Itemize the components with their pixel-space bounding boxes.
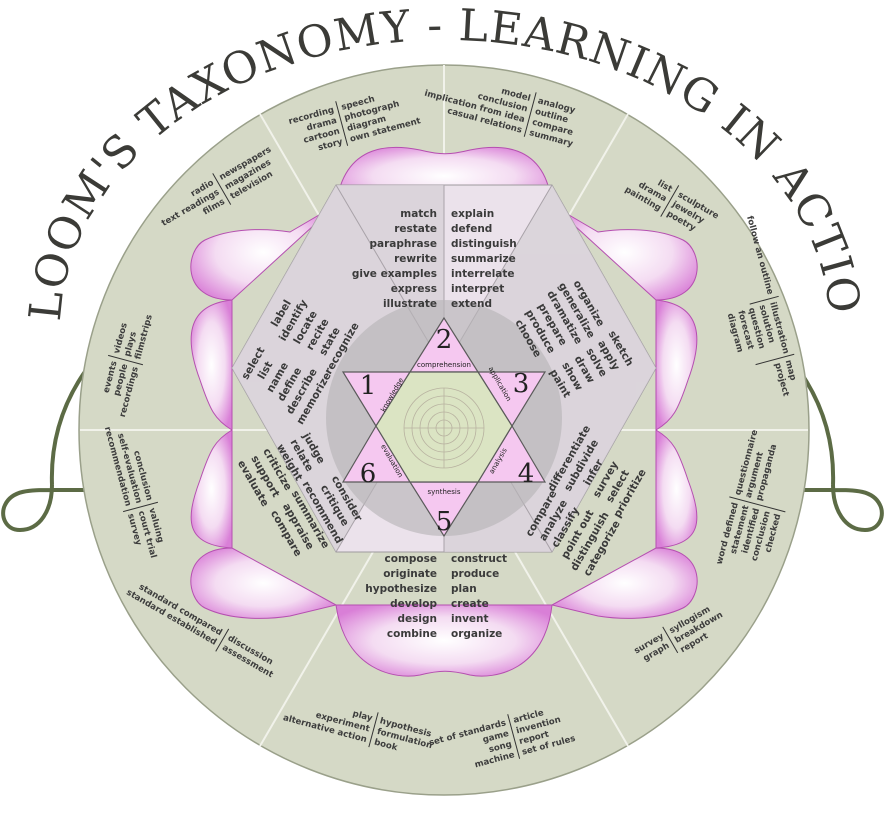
- svg-text:summarize: summarize: [451, 253, 516, 265]
- comprehension-verbs-left: match restate paraphrase rewrite give ex…: [352, 208, 437, 310]
- level-number-5: 5: [436, 507, 453, 537]
- svg-text:organize: organize: [451, 628, 502, 640]
- application-verbs: organize generalize dramatize prepare pr…: [512, 278, 606, 359]
- center-rings: [403, 387, 485, 469]
- svg-text:rewrite: rewrite: [394, 253, 437, 265]
- level-number-4: 4: [518, 459, 535, 489]
- level-name-comprehension: comprehension: [417, 361, 471, 369]
- synthesis-verbs-left: compose originate hypothesize develop de…: [365, 553, 437, 640]
- svg-text:combine: combine: [387, 628, 437, 640]
- petal-bottom: [335, 604, 553, 677]
- svg-text:interrelate: interrelate: [451, 268, 515, 280]
- svg-text:paraphrase: paraphrase: [370, 238, 438, 250]
- svg-text:illustrate: illustrate: [383, 298, 437, 310]
- level-number-2: 2: [436, 325, 453, 355]
- petal-lower-right: [550, 547, 698, 619]
- svg-text:extend: extend: [451, 298, 492, 310]
- petal-upper-right: [551, 204, 698, 301]
- comprehension-verbs-right: explain defend distinguish summarize int…: [451, 208, 517, 310]
- svg-text:explain: explain: [451, 208, 494, 220]
- svg-text:match: match: [400, 208, 437, 220]
- svg-text:compose: compose: [385, 553, 437, 565]
- synthesis-verbs-right: construct produce plan create invent org…: [451, 553, 507, 640]
- svg-text:develop: develop: [390, 598, 437, 610]
- svg-text:produce: produce: [451, 568, 499, 580]
- star-of-levels: [341, 316, 547, 538]
- svg-text:design: design: [398, 613, 437, 625]
- level-number-3: 3: [513, 369, 530, 399]
- svg-text:interpret: interpret: [451, 283, 504, 295]
- evaluation-verbs: judge relate weight criticize support ev…: [235, 430, 327, 508]
- svg-text:defend: defend: [451, 223, 492, 235]
- svg-text:plan: plan: [451, 583, 477, 595]
- svg-text:originate: originate: [383, 568, 437, 580]
- svg-text:distinguish: distinguish: [451, 238, 517, 250]
- svg-text:construct: construct: [451, 553, 507, 565]
- level-number-6: 6: [360, 459, 377, 489]
- petals: [190, 146, 698, 677]
- petal-lower-left: [190, 547, 338, 619]
- svg-text:give examples: give examples: [352, 268, 437, 280]
- svg-text:create: create: [451, 598, 489, 610]
- svg-text:invent: invent: [451, 613, 489, 625]
- svg-text:restate: restate: [394, 223, 437, 235]
- svg-text:hypothesize: hypothesize: [365, 583, 437, 595]
- svg-text:express: express: [391, 283, 437, 295]
- level-name-synthesis: synthesis: [428, 488, 461, 496]
- petal-upper-left: [190, 204, 337, 301]
- level-number-1: 1: [360, 371, 377, 401]
